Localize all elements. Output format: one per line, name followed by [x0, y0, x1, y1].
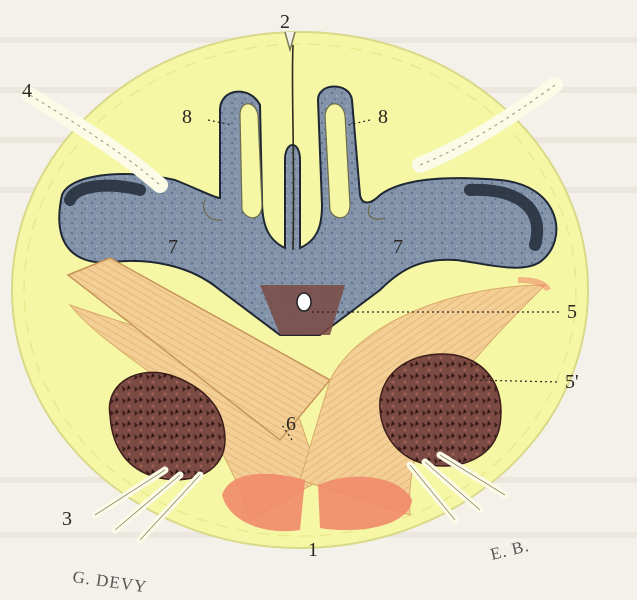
central-canal: [297, 293, 311, 311]
label-dorsal-root: 4: [22, 80, 32, 102]
label-commissure: 6: [286, 413, 296, 435]
label-left-grey-area: 7: [168, 236, 178, 258]
motor-nucleus-right: [380, 354, 501, 466]
posterior-column-left: [240, 104, 262, 218]
label-ventral-root: 3: [62, 508, 72, 530]
label-posterior-septum: 2: [280, 11, 290, 33]
label-central-canal: 5: [567, 301, 577, 323]
label-right-grey-area: 7: [393, 236, 403, 258]
label-motor-nucleus: 5': [565, 371, 579, 393]
label-anterior-fissure: 1: [308, 539, 318, 561]
label-left-posterior-horn: 8: [182, 106, 192, 128]
label-right-posterior-horn: 8: [378, 106, 388, 128]
